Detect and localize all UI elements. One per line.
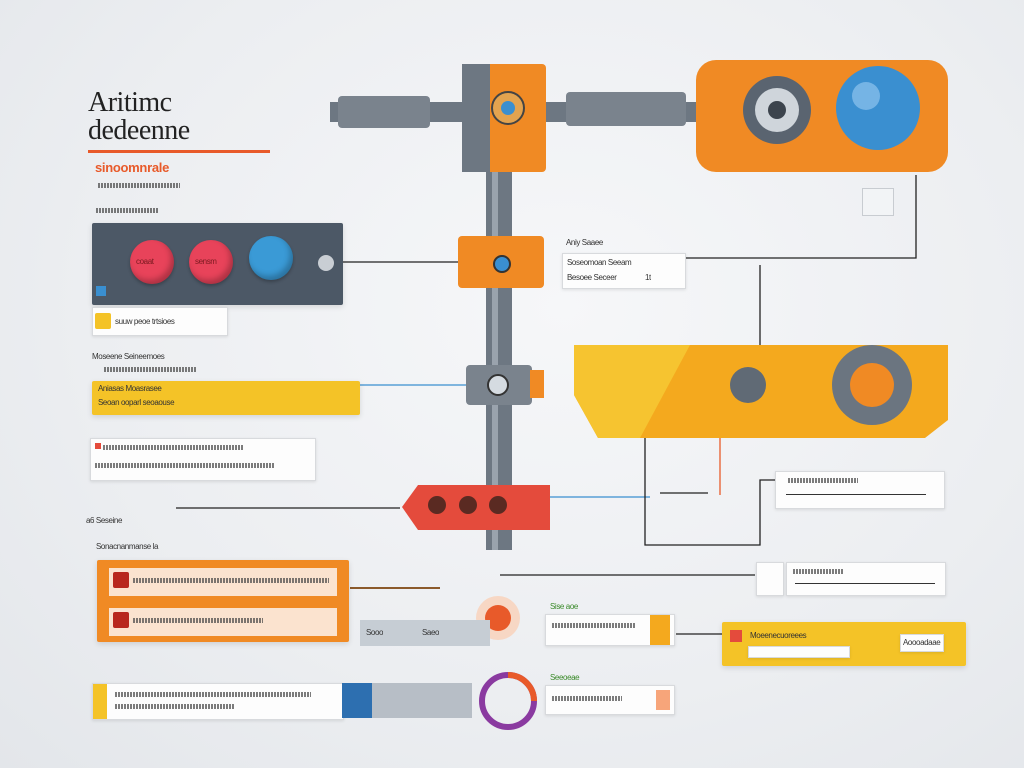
label-c [90, 438, 316, 481]
orange-block [97, 560, 349, 642]
yellow-bar: Moeenecuoreees Aoooadaae [722, 622, 966, 666]
line-top-right [684, 175, 917, 259]
label-a: suuw peoe trtsioes [92, 307, 228, 336]
right-actuator [566, 92, 686, 126]
plug-icon [862, 188, 894, 216]
page-title: Aritimc [88, 87, 172, 118]
block-d-sub: Sonacnanmanse la [96, 542, 159, 551]
label-i [545, 685, 675, 715]
page-title-line2: dedeenne [88, 115, 190, 146]
subtitle: sinoomnrale [95, 160, 169, 175]
title-underline [88, 150, 270, 153]
label-f [775, 471, 945, 509]
knob-icon [485, 605, 511, 631]
label-e [92, 683, 344, 720]
callout-top-header: Aniy Saaee [566, 238, 603, 247]
subtitle-caption [98, 183, 180, 188]
yellow-block-b: Aniasas Moasrasee Seoan ooparl seoaouse [92, 381, 360, 415]
block-d-header: a6 Seseine [86, 516, 123, 525]
block-b-header: Moseene Seineemoes [92, 352, 165, 361]
gauge-strip: Sooo Saeo [360, 620, 490, 646]
green-label-2: Seeoeae [550, 673, 580, 682]
panel-button-1[interactable]: coaat [130, 240, 174, 284]
slider-track[interactable] [342, 683, 472, 718]
green-label-1: Sise aoe [550, 602, 578, 611]
label-g-icon [756, 562, 784, 596]
callout-top: Soseomoan Seeam Besoee Seceer 1t [562, 253, 686, 289]
left-actuator [338, 96, 430, 128]
panel-button-3[interactable] [249, 236, 293, 280]
label-h [545, 614, 675, 646]
label-g [786, 562, 946, 596]
panel-button-2[interactable]: sensm [189, 240, 233, 284]
sensor-icon [836, 66, 920, 150]
valve-icon [730, 367, 766, 403]
panel-port [318, 255, 334, 271]
